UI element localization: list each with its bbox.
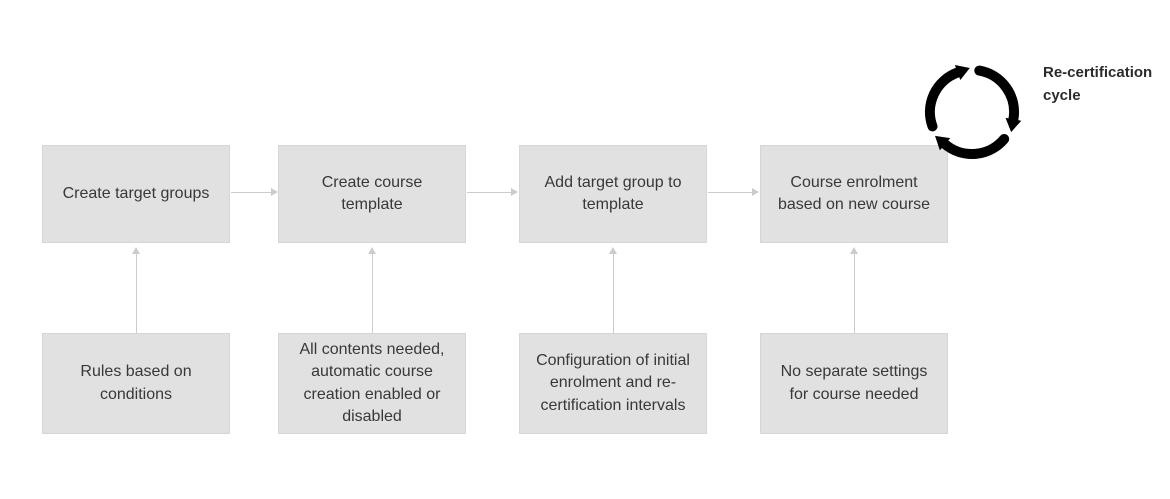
flow-step-create-course-template: Create course template <box>278 145 466 243</box>
arrow-up-icon <box>368 247 376 254</box>
note-label: Configuration of initial enrolment and r… <box>536 351 690 414</box>
note-label: No separate settings for course needed <box>780 363 928 403</box>
flow-step-create-target-groups: Create target groups <box>42 145 230 243</box>
arrow-up-connector-4 <box>849 247 859 333</box>
arrow-right-icon <box>271 188 278 196</box>
arrow-up-connector-2 <box>367 247 377 333</box>
arrow-line <box>853 253 855 333</box>
flow-step-label: Create target groups <box>62 184 210 202</box>
arrow-line <box>467 192 512 193</box>
arrow-line <box>231 192 272 193</box>
note-all-contents-needed: All contents needed, automatic course cr… <box>278 333 466 434</box>
arrow-line <box>612 253 614 333</box>
arrow-up-icon <box>609 247 617 254</box>
note-label: All contents needed, automatic course cr… <box>299 340 445 425</box>
arrow-up-connector-3 <box>608 247 618 333</box>
note-rules-based-on-conditions: Rules based on conditions <box>42 333 230 434</box>
cycle-label: Re-certification cycle <box>1043 64 1153 104</box>
arrow-line <box>371 253 373 333</box>
flow-step-label: Create course template <box>321 173 423 213</box>
arrow-line <box>135 253 137 333</box>
flow-step-add-target-group: Add target group to template <box>519 145 707 243</box>
arrow-line <box>708 192 753 193</box>
flow-step-course-enrolment: Course enrolment based on new course <box>760 145 948 243</box>
note-configuration-intervals: Configuration of initial enrolment and r… <box>519 333 707 434</box>
arrow-right-icon <box>511 188 518 196</box>
flow-step-label: Add target group to template <box>544 173 682 213</box>
cycle-arrows-icon <box>924 64 1022 160</box>
note-no-separate-settings: No separate settings for course needed <box>760 333 948 434</box>
arrow-up-icon <box>132 247 140 254</box>
flow-step-label: Course enrolment based on new course <box>777 173 931 213</box>
arrow-right-connector-3 <box>708 188 759 197</box>
arrow-right-connector-1 <box>231 188 278 197</box>
arrow-up-icon <box>850 247 858 254</box>
note-label: Rules based on conditions <box>80 363 192 403</box>
arrow-right-icon <box>752 188 759 196</box>
arrow-right-connector-2 <box>467 188 518 197</box>
arrow-up-connector-1 <box>131 247 141 333</box>
